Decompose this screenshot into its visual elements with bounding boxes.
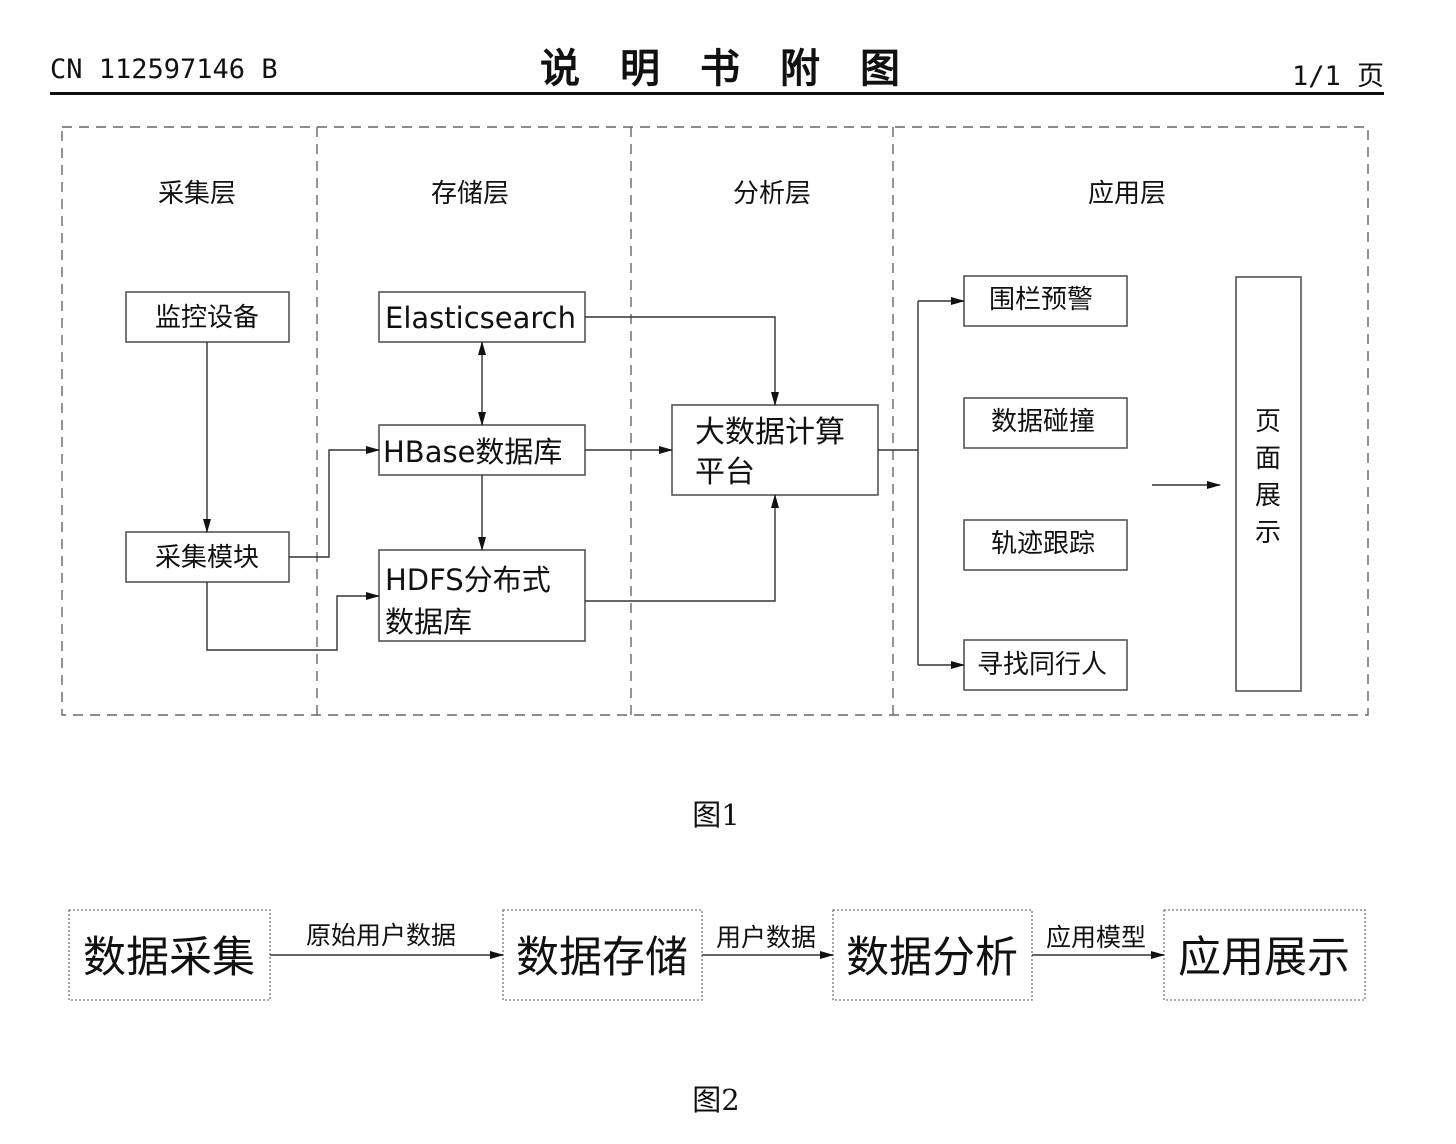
figure1-layer-frame <box>61 126 1369 716</box>
node-collision-label: 数据碰撞 <box>991 407 1095 437</box>
node-companion-label: 寻找同行人 <box>977 650 1107 680</box>
fig2-box-label: 数据存储 <box>516 933 688 983</box>
node-hbase-box <box>378 424 586 476</box>
node-hdfs-label-line1: HDFS分布式 <box>385 563 551 597</box>
node-companion-box <box>963 639 1128 691</box>
node-fence-label: 围栏预警 <box>989 285 1093 315</box>
node-track-label: 轨迹跟踪 <box>991 529 1095 559</box>
figure2-caption: 图2 <box>692 1083 739 1117</box>
layer-title-storage: 存储层 <box>431 179 509 209</box>
fig2-box-label: 应用展示 <box>1178 933 1350 983</box>
layer-title-application: 应用层 <box>1088 179 1166 209</box>
fig2-box-collect <box>68 909 271 1001</box>
fig2-box-storage <box>502 909 703 1001</box>
node-collision-box <box>963 397 1128 449</box>
node-display-char: 示 <box>1255 518 1281 548</box>
layer-title-collect: 采集层 <box>158 179 236 209</box>
fig2-arrow-label: 应用模型 <box>1046 923 1146 952</box>
layer-title-analysis: 分析层 <box>733 179 811 209</box>
fig2-box-analysis <box>832 909 1033 1001</box>
page-number: 1/1 页 <box>1291 61 1384 92</box>
edge-collect-to-hbase <box>289 446 380 558</box>
node-hbase-label: HBase数据库 <box>383 435 562 469</box>
edge-hdfs-to-bigdata <box>585 494 779 602</box>
fig2-box-application <box>1163 909 1366 1001</box>
node-monitor-box <box>125 291 290 343</box>
patent-number: CN 112597146 B <box>50 54 278 85</box>
node-hdfs-box <box>378 549 586 642</box>
fig2-box-label: 数据采集 <box>83 933 255 983</box>
edge-es-to-bigdata <box>585 316 779 406</box>
node-display-char: 展 <box>1255 481 1281 511</box>
fig2-box-label: 数据分析 <box>846 933 1018 983</box>
edge-collect-to-hdfs <box>206 582 380 651</box>
node-fence-box <box>963 275 1128 327</box>
node-display-char: 页 <box>1255 407 1281 437</box>
node-collect-label: 采集模块 <box>155 543 259 573</box>
fig2-arrow-label: 原始用户数据 <box>306 921 456 950</box>
node-es-label: Elasticsearch <box>385 301 576 335</box>
header-rule <box>50 92 1384 95</box>
node-bigdata-label-line1: 大数据计算 <box>695 415 845 450</box>
node-bigdata-label-line2: 平台 <box>695 455 755 490</box>
page-title: 说明书附图 <box>540 46 940 92</box>
fig2-arrow-label: 用户数据 <box>716 923 816 952</box>
node-display-char: 面 <box>1255 444 1281 474</box>
node-hdfs-label-line2: 数据库 <box>385 605 472 639</box>
node-collect-box <box>125 531 290 583</box>
figure1-caption: 图1 <box>692 798 739 832</box>
node-display-box <box>1235 276 1302 692</box>
node-es-box <box>378 291 586 343</box>
node-track-box <box>963 519 1128 571</box>
node-monitor-label: 监控设备 <box>155 303 259 333</box>
